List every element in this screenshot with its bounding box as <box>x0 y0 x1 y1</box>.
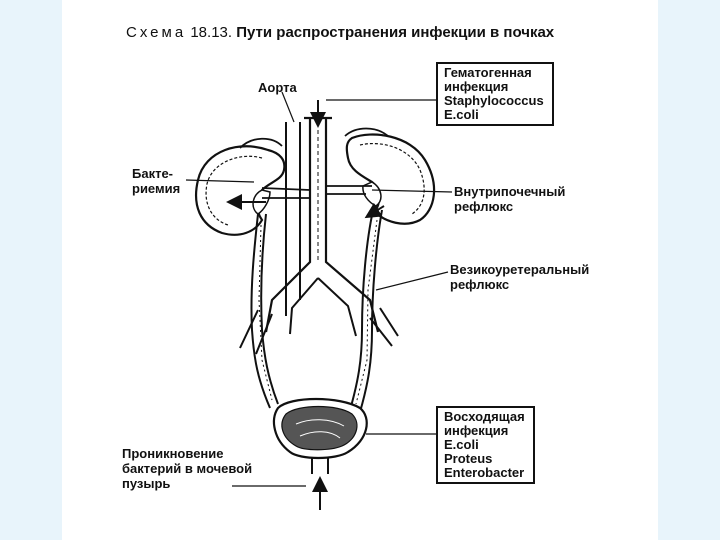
right-renal-vessels <box>326 185 372 195</box>
bacteremia-label: Бакте- риемия <box>132 166 180 196</box>
caption-prefix: Схема <box>126 24 187 41</box>
intrarenal-reflux-label: Внутрипочечный рефлюкс <box>454 184 565 214</box>
vesicoureteral-leader <box>375 271 449 291</box>
right-kidney-cortex <box>359 143 425 215</box>
entry-line: бактерий в мочевой <box>122 461 253 476</box>
right-ureter-reflux <box>355 219 378 405</box>
aorta-label: Аорта <box>258 80 297 95</box>
vesicoureteral-reflux-label: Везикоуретеральный рефлюкс <box>450 262 589 292</box>
left-renal-vessels <box>261 187 311 199</box>
hematogenous-line: инфекция <box>444 79 509 94</box>
hematogenous-line: Staphylococcus <box>444 93 544 108</box>
ascending-line: инфекция <box>444 423 509 438</box>
caption-title: Пути распространения инфекции в почках <box>236 24 555 41</box>
intrarenal-line: Внутрипочечный <box>454 184 566 199</box>
aorta-leader <box>281 91 295 123</box>
bladder-entry-label: Проникновение бактерий в мочевой пузырь <box>122 446 252 491</box>
entry-line: пузырь <box>122 476 171 491</box>
hematogenous-infection-box: Гематогенная инфекция Staphylococcus E.c… <box>436 62 554 126</box>
left-kidney-cortex <box>205 155 263 226</box>
urethra <box>311 458 329 474</box>
right-ureter <box>349 205 383 413</box>
ascending-line: Proteus <box>444 451 493 466</box>
intrarenal-leader <box>371 189 453 193</box>
bacteremia-line: Бакте- <box>132 166 174 181</box>
left-iliac-vein <box>239 309 273 355</box>
vesicoureteral-line: рефлюкс <box>450 277 510 292</box>
caption-number: 18.13. <box>190 24 233 41</box>
ascending-line: Восходящая <box>444 409 525 424</box>
diagram-caption: Схема 18.13. Пути распространения инфекц… <box>126 24 554 41</box>
left-ureter <box>250 213 279 409</box>
bladder-wall <box>281 405 358 451</box>
entry-line: Проникновение <box>122 446 224 461</box>
intrarenal-line: рефлюкс <box>454 199 514 214</box>
ascending-infection-box: Восходящая инфекция E.coli Proteus Enter… <box>436 406 535 484</box>
ascending-line: E.coli <box>444 437 479 452</box>
right-kidney <box>345 133 436 225</box>
vena-cava <box>285 122 301 316</box>
left-kidney <box>194 145 286 236</box>
right-iliac-vessel <box>369 307 399 347</box>
bacteremia-line: риемия <box>132 181 181 196</box>
right-adrenal <box>344 127 389 137</box>
diagram-sheet <box>62 0 658 540</box>
aorta-bifurcation-inner <box>289 277 357 337</box>
intrarenal-arrow <box>364 202 385 219</box>
left-ureter-reflux <box>258 224 273 401</box>
hematogenous-line: E.coli <box>444 107 479 122</box>
left-adrenal <box>239 137 283 149</box>
hematogenous-line: Гематогенная <box>444 65 532 80</box>
ascending-line: Enterobacter <box>444 465 525 480</box>
vesicoureteral-line: Везикоуретеральный <box>450 262 590 277</box>
bacteremia-leader <box>185 179 255 183</box>
